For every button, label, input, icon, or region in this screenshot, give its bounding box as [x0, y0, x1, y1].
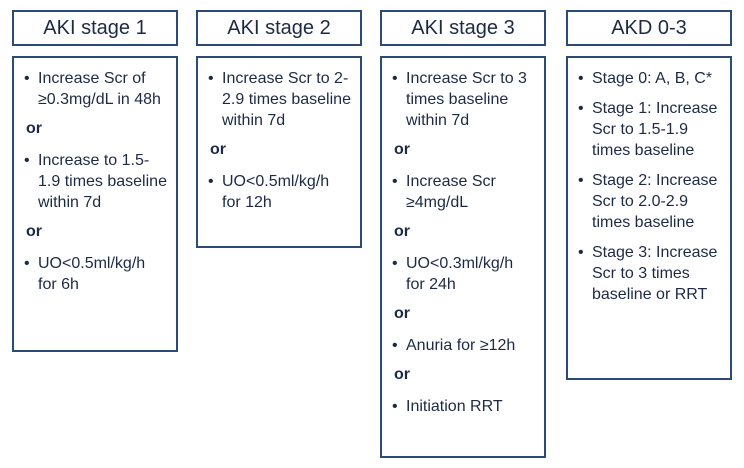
bullet-icon: • [24, 70, 30, 87]
bullet-icon: • [24, 255, 30, 272]
criterion-item: • UO<0.5ml/kg/h for 6h [24, 253, 168, 295]
criterion-text: Increase Scr to 3 times baseline within … [406, 70, 527, 129]
or-separator: or [394, 305, 410, 322]
aki-stage-2-header: AKI stage 2 [196, 10, 362, 46]
stage-text: Stage 1: Increase Scr to 1.5-1.9 times b… [592, 100, 718, 159]
aki-stage-3-title: AKI stage 3 [411, 16, 515, 39]
or-separator: or [394, 223, 410, 240]
criterion-text: Increase to 1.5-1.9 times baseline withi… [38, 152, 167, 211]
stage-item: • Stage 0: A, B, C* [578, 68, 722, 89]
bullet-icon: • [392, 337, 398, 354]
criterion-text: UO<0.3ml/kg/h for 24h [406, 255, 514, 293]
stage-item: • Stage 1: Increase Scr to 1.5-1.9 times… [578, 98, 722, 161]
criterion-text: UO<0.5ml/kg/h for 12h [222, 173, 330, 211]
criterion-text: Increase Scr to 2-2.9 times baseline wit… [222, 70, 351, 129]
aki-stage-2-title: AKI stage 2 [227, 16, 331, 39]
bullet-icon: • [578, 244, 584, 261]
akd-0-3-title: AKD 0-3 [611, 16, 687, 39]
criterion-text: Initiation RRT [406, 398, 503, 415]
stage-text: Stage 3: Increase Scr to 3 times baselin… [592, 244, 718, 303]
criterion-item: • Increase Scr to 2-2.9 times baseline w… [208, 68, 352, 131]
akd-stages-box: • Stage 0: A, B, C* • Stage 1: Increase … [566, 56, 732, 380]
criterion-item: • Anuria for ≥12h [392, 335, 536, 356]
or-separator: or [26, 120, 42, 137]
aki-stage-1-criteria-box: • Increase Scr of ≥0.3mg/dL in 48h or • … [12, 56, 178, 352]
bullet-icon: • [392, 173, 398, 190]
criterion-item: • Increase Scr to 3 times baseline withi… [392, 68, 536, 131]
aki-stage-1-title: AKI stage 1 [43, 16, 147, 39]
criterion-text: Increase Scr ≥4mg/dL [406, 173, 496, 211]
bullet-icon: • [24, 152, 30, 169]
criterion-item: • Increase Scr of ≥0.3mg/dL in 48h [24, 68, 168, 110]
criterion-item: • UO<0.5ml/kg/h for 12h [208, 171, 352, 213]
criterion-text: UO<0.5ml/kg/h for 6h [38, 255, 146, 293]
aki-stage-3-header: AKI stage 3 [380, 10, 546, 46]
aki-stage-2-criteria-box: • Increase Scr to 2-2.9 times baseline w… [196, 56, 362, 248]
bullet-icon: • [208, 173, 214, 190]
bullet-icon: • [578, 100, 584, 117]
criterion-item: • Increase to 1.5-1.9 times baseline wit… [24, 150, 168, 213]
or-separator: or [394, 141, 410, 158]
bullet-icon: • [578, 70, 584, 87]
bullet-icon: • [392, 70, 398, 87]
aki-stage-1-header: AKI stage 1 [12, 10, 178, 46]
criterion-text: Anuria for ≥12h [406, 337, 516, 354]
stage-item: • Stage 2: Increase Scr to 2.0-2.9 times… [578, 170, 722, 233]
stage-item: • Stage 3: Increase Scr to 3 times basel… [578, 242, 722, 305]
akd-0-3-header: AKD 0-3 [566, 10, 732, 46]
bullet-icon: • [392, 398, 398, 415]
criterion-text: Increase Scr of ≥0.3mg/dL in 48h [38, 70, 161, 108]
bullet-icon: • [392, 255, 398, 272]
aki-stage-3-criteria-box: • Increase Scr to 3 times baseline withi… [380, 56, 546, 458]
or-separator: or [26, 223, 42, 240]
criterion-item: • UO<0.3ml/kg/h for 24h [392, 253, 536, 295]
bullet-icon: • [208, 70, 214, 87]
or-separator: or [210, 141, 226, 158]
criterion-item: • Initiation RRT [392, 396, 536, 417]
criterion-item: • Increase Scr ≥4mg/dL [392, 171, 536, 213]
or-separator: or [394, 366, 410, 383]
stage-text: Stage 0: A, B, C* [592, 70, 713, 87]
bullet-icon: • [578, 172, 584, 189]
stage-text: Stage 2: Increase Scr to 2.0-2.9 times b… [592, 172, 718, 231]
